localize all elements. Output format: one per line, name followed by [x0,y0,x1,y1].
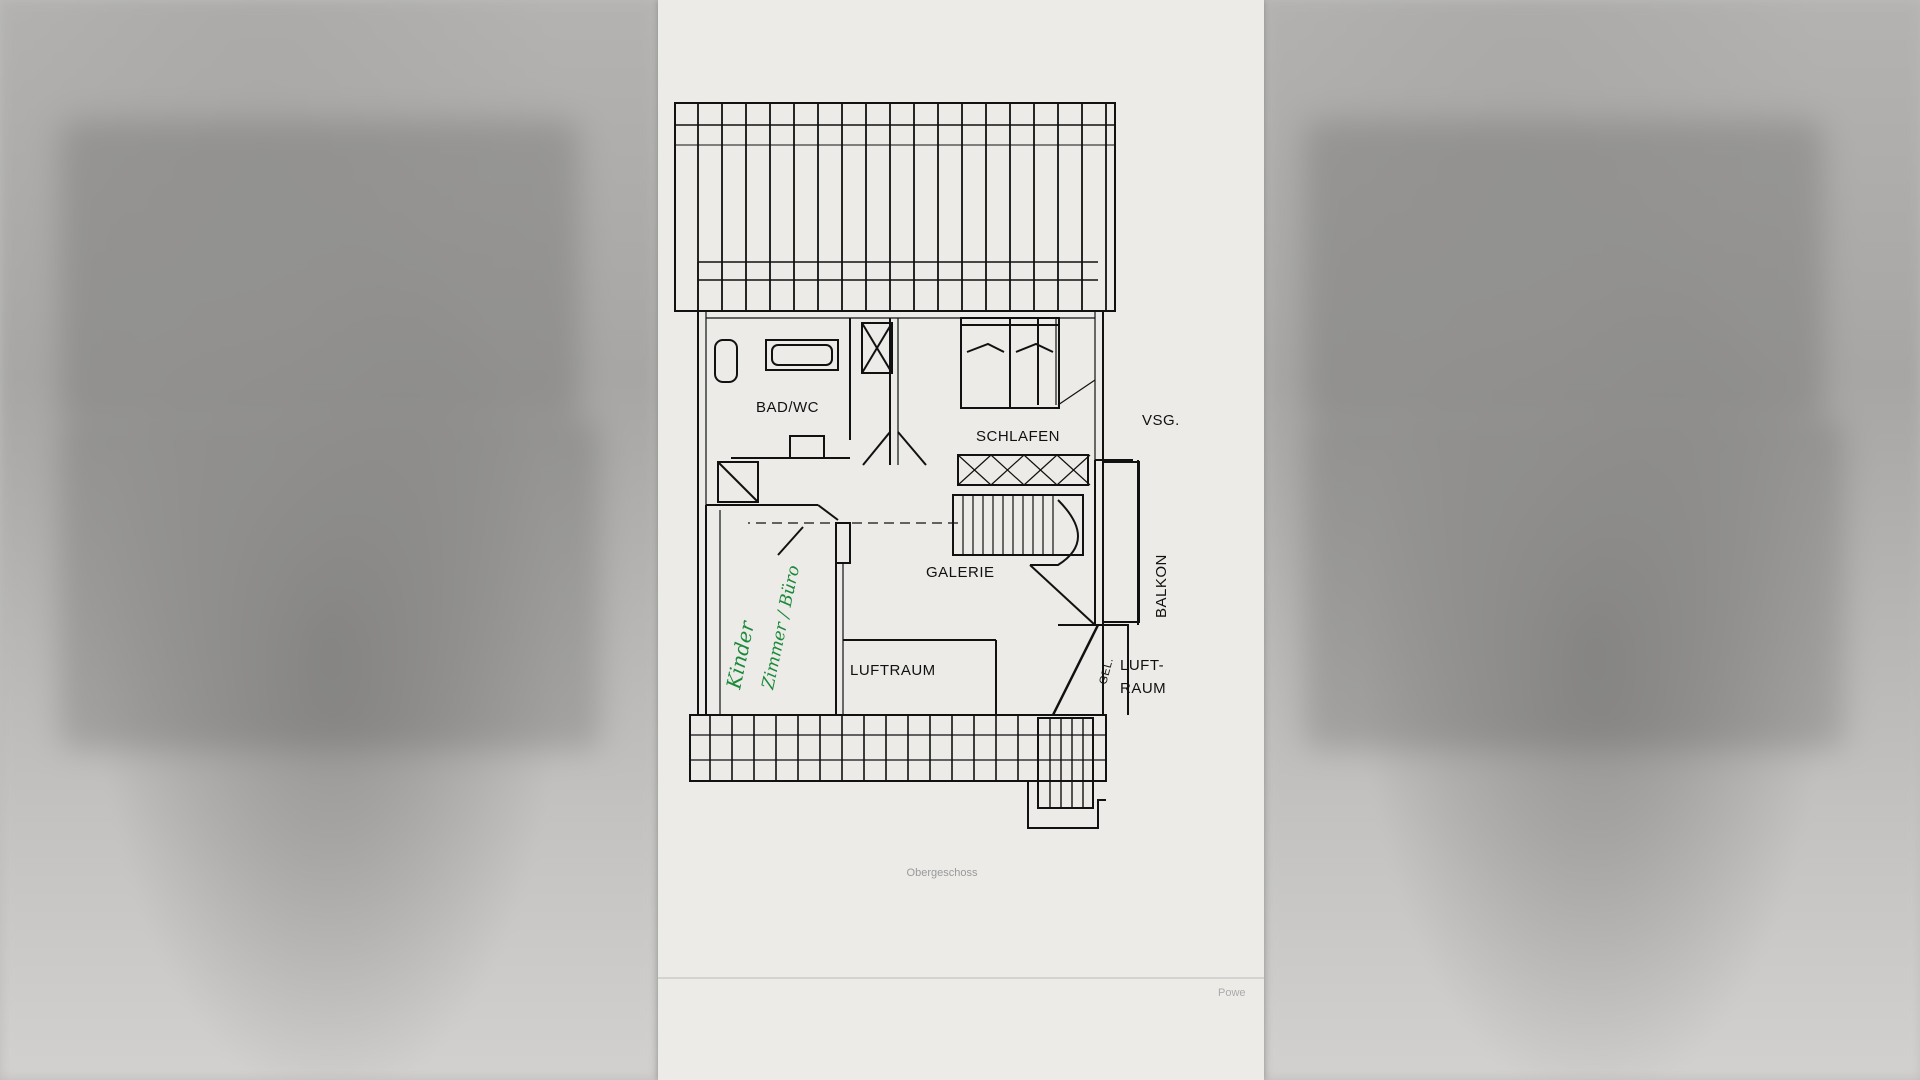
wardrobe-cross [1023,454,1058,486]
room-label-bad-wc: BAD/WC [756,399,819,416]
room-label-balkon: BALKON [1153,554,1170,618]
room-label-luftraum-left: LUFTRAUM [850,662,936,679]
handwritten-note-kinder: Kinder [721,618,759,692]
stair-outline [952,494,1084,556]
floor-plan-paper: BAD/WC SCHLAFEN VSG. GALERIE LUFTRAUM LU… [658,0,1264,1080]
room-label-luftraum-right-2: RAUM [1120,680,1166,697]
plan-caption: Obergeschoss [907,867,978,879]
bathtub-icon [765,339,839,371]
toilet-icon [714,339,738,383]
floor-plan-drawing: BAD/WC SCHLAFEN VSG. GALERIE LUFTRAUM LU… [658,102,1264,979]
roof-top [674,102,1116,312]
balcony [1102,460,1140,625]
floor-walls [697,310,1133,716]
wardrobe-cross [1056,454,1091,486]
roof-top-rafters [697,103,1107,311]
room-label-vsg: VSG. [1142,412,1180,429]
roof-bottom-rafters [709,715,1019,781]
shaft-box [861,322,893,374]
room-label-schlafen: SCHLAFEN [976,428,1060,445]
shower-icon [717,461,759,503]
wardrobe-icon [957,454,1089,486]
room-label-gel: GEL. [1097,657,1116,686]
wardrobe-crosses [957,454,1091,486]
staircase-steps [962,495,1054,555]
wardrobe-cross [990,454,1025,486]
blurred-background-right [1264,0,1920,1080]
blurred-background-left [0,0,658,1080]
washbasin-icon [789,435,825,459]
chimney-icon [835,522,851,564]
room-label-galerie: GALERIE [926,564,995,581]
wardrobe-cross [957,454,992,486]
roof-extension-rafters [1049,718,1084,808]
handwritten-note-zimmer-buero: Zimmer / Büro [758,564,804,692]
roof-bottom-outline [689,714,1107,782]
room-label-luftraum-right-1: LUFT- [1120,657,1164,674]
footer-text: Powe [1218,987,1246,999]
roof-bottom [689,714,1107,829]
balcony-outline [1102,461,1140,623]
